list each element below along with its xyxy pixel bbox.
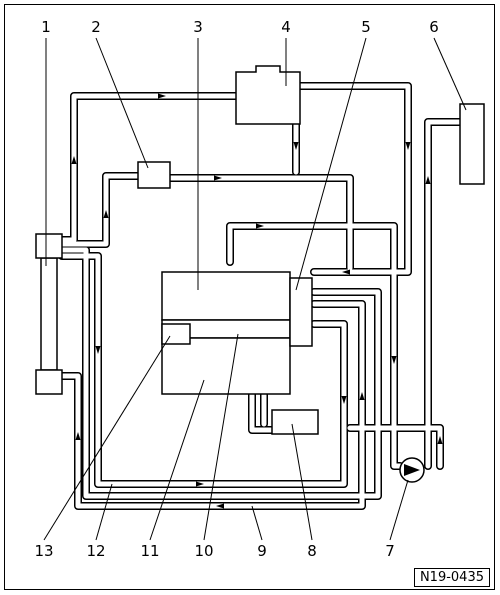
callout-13: 13 [34, 542, 53, 560]
callout-4: 4 [281, 18, 291, 36]
radiator-bottom-tank [35, 369, 63, 395]
leader-lines [43, 37, 467, 541]
pump-arrow-icon [404, 464, 420, 476]
components [35, 65, 485, 483]
engine-block [161, 337, 291, 395]
coolant-distributor [289, 277, 313, 347]
diagram-frame [4, 4, 495, 590]
callout-9: 9 [257, 542, 267, 560]
callout-2: 2 [91, 18, 101, 36]
callout-1: 1 [41, 18, 51, 36]
callout-6: 6 [429, 18, 439, 36]
callout-11: 11 [140, 542, 159, 560]
callout-10: 10 [194, 542, 213, 560]
expansion-tank [235, 65, 301, 125]
radiator-top-tank [35, 233, 63, 259]
callout-5: 5 [361, 18, 371, 36]
reference-code: N19-0435 [413, 568, 490, 587]
callout-numbers: 1 2 3 4 5 6 7 8 9 10 11 12 13 [34, 18, 438, 560]
radiator-core [40, 257, 58, 371]
oil-cooler [271, 409, 319, 435]
callout-7: 7 [385, 542, 395, 560]
temperature-sender [161, 323, 191, 345]
callout-8: 8 [307, 542, 317, 560]
heat-exchanger [459, 103, 485, 185]
thermostat-housing [137, 161, 171, 189]
cylinder-head [161, 271, 291, 321]
callout-12: 12 [86, 542, 105, 560]
callout-3: 3 [193, 18, 203, 36]
